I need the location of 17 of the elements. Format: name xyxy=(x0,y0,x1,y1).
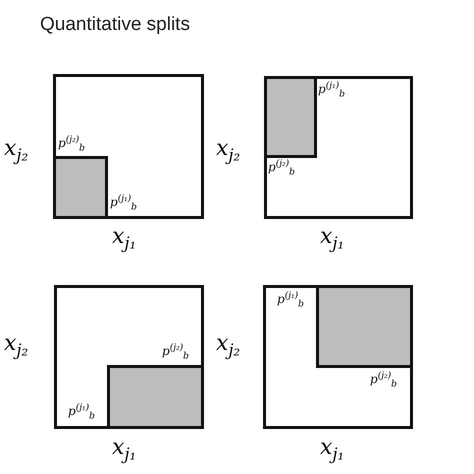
axis-label: x$_{j₁}$ xyxy=(320,437,344,463)
split-square xyxy=(263,285,413,429)
axis-label: x$_{j₁}$ xyxy=(112,226,136,252)
shaded-region xyxy=(264,76,317,158)
axis-label: x$_{j₂}$ xyxy=(216,138,240,164)
split-square xyxy=(54,285,204,429)
axis-label: x$_{j₂}$ xyxy=(4,138,28,164)
split-square xyxy=(264,76,413,219)
split-square xyxy=(53,74,204,219)
axis-label: x$_{j₂}$ xyxy=(4,333,28,359)
shaded-region xyxy=(53,156,108,219)
title: Quantitative splits xyxy=(40,14,190,36)
axis-label: x$_{j₁}$ xyxy=(320,226,344,252)
axis-label: x$_{j₂}$ xyxy=(216,333,240,359)
shaded-region xyxy=(107,365,204,429)
shaded-region xyxy=(316,285,413,368)
axis-label: x$_{j₁}$ xyxy=(112,437,136,463)
